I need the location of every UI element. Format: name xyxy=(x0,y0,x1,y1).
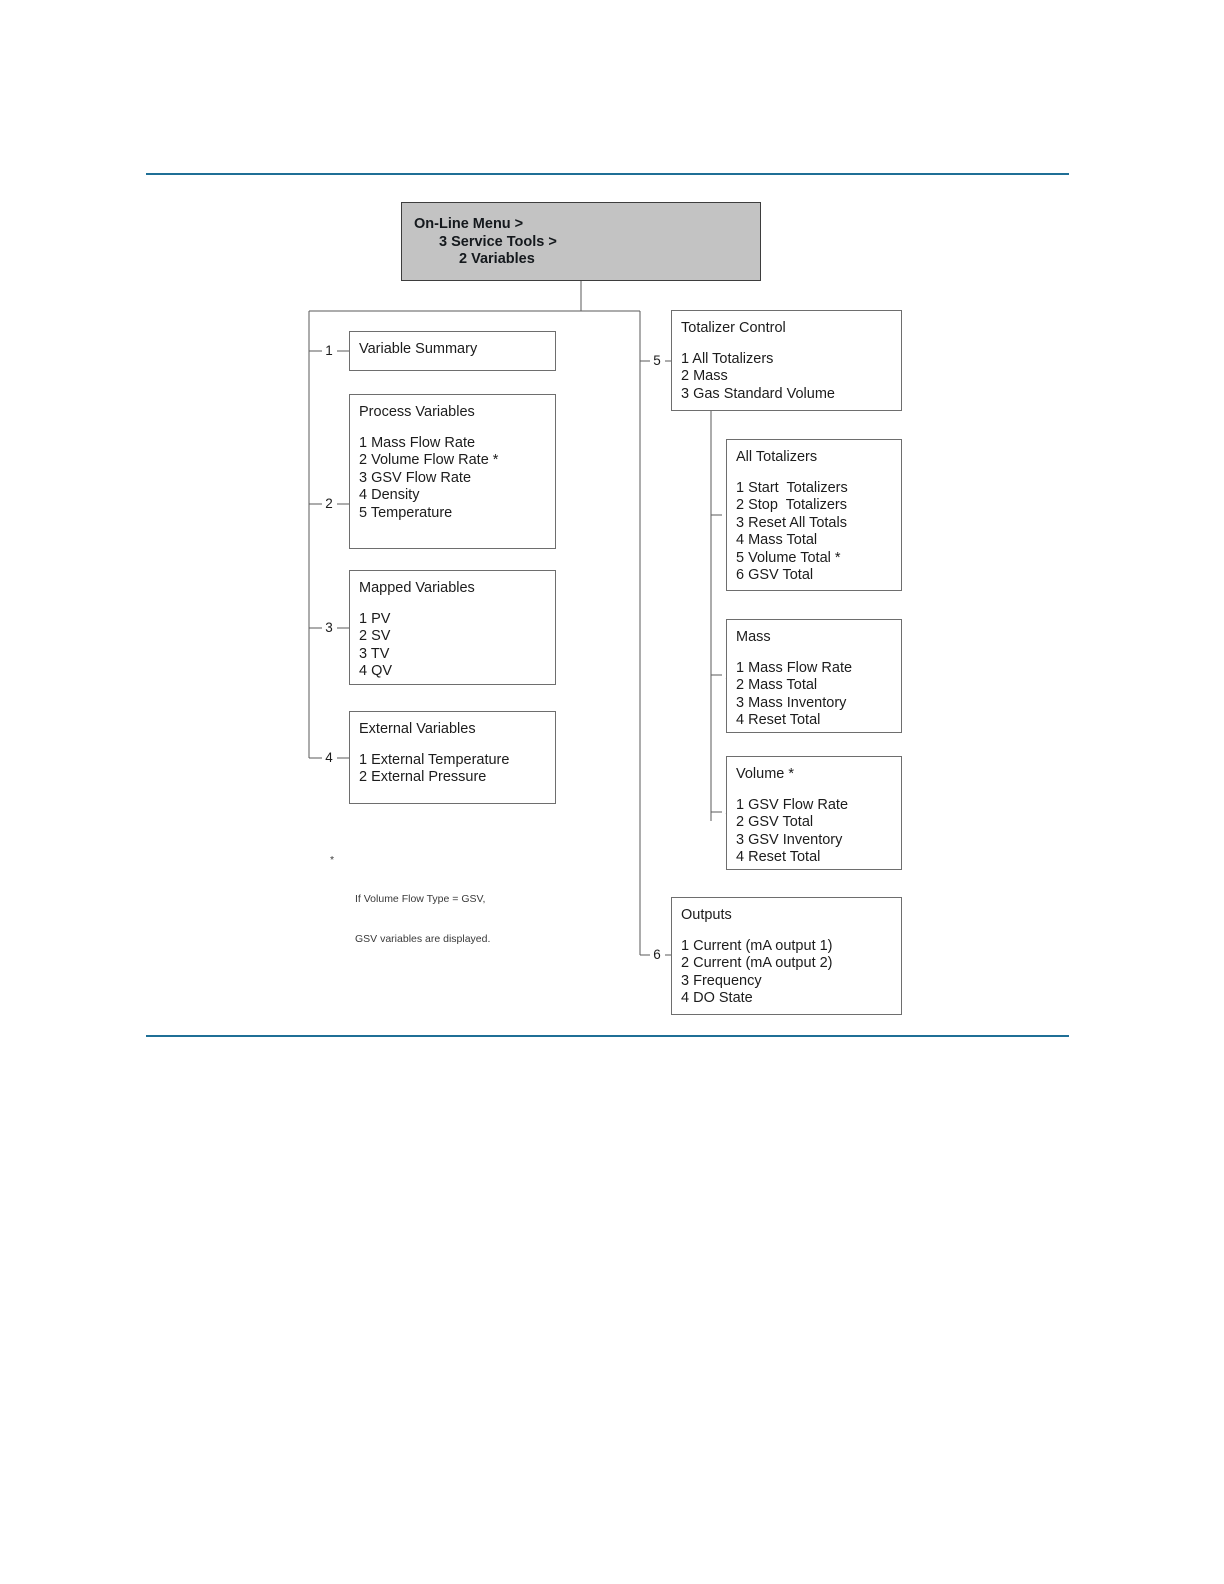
node-item[interactable]: 2 Mass Total xyxy=(736,677,818,694)
node-item[interactable]: 1 All Totalizers xyxy=(681,351,774,367)
node-items: 1 PV 2 SV 3 TV 4 QV xyxy=(359,611,555,681)
node-title: Volume * xyxy=(736,766,795,782)
node-items: 1 Current (mA output 1) 2 Current (mA ou… xyxy=(681,938,901,1008)
node-item[interactable]: 2 Volume Flow Rate * xyxy=(359,452,499,469)
top-rule xyxy=(146,173,1069,175)
node-title: External Variables xyxy=(359,721,476,737)
branch-number-5: 5 xyxy=(653,353,661,368)
node-item[interactable]: 4 Density xyxy=(359,487,420,504)
node-items: 1 GSV Flow Rate 2 GSV Total 3 GSV Invent… xyxy=(736,797,901,867)
node-item[interactable]: 1 Mass Flow Rate xyxy=(359,435,476,451)
node-item[interactable]: 2 Stop Totalizers xyxy=(736,497,847,514)
node-item[interactable]: 1 External Temperature xyxy=(359,752,510,768)
node-item[interactable]: 1 GSV Flow Rate xyxy=(736,797,849,813)
footnote-line-1: If Volume Flow Type = GSV, xyxy=(355,892,486,905)
branch-number-1: 1 xyxy=(325,343,333,358)
node-item[interactable]: 3 TV xyxy=(359,645,390,662)
node-title: Outputs xyxy=(681,907,732,923)
node-volume[interactable]: Volume * 1 GSV Flow Rate 2 GSV Total 3 G… xyxy=(726,756,902,870)
node-title: Variable Summary xyxy=(359,341,478,357)
node-item[interactable]: 3 Reset All Totals xyxy=(736,514,847,531)
node-item[interactable]: 3 Mass Inventory xyxy=(736,694,847,711)
node-item[interactable]: 4 DO State xyxy=(681,990,753,1007)
node-items: 1 Mass Flow Rate 2 Volume Flow Rate * 3 … xyxy=(359,435,555,522)
node-item[interactable]: 2 External Pressure xyxy=(359,769,487,786)
header-line-2: 3 Service Tools > xyxy=(439,233,557,250)
node-item[interactable]: 1 Mass Flow Rate xyxy=(736,660,853,676)
node-item[interactable]: 3 GSV Inventory xyxy=(736,831,843,848)
node-item[interactable]: 2 Current (mA output 2) xyxy=(681,955,833,972)
node-item[interactable]: 4 QV xyxy=(359,663,393,680)
node-item[interactable]: 1 Current (mA output 1) xyxy=(681,938,833,954)
node-item[interactable]: 1 Start Totalizers xyxy=(736,480,848,496)
header-node[interactable]: On-Line Menu > 3 Service Tools > 2 Varia… xyxy=(401,202,761,281)
header-line-3: 2 Variables xyxy=(459,251,535,267)
node-all-totalizers[interactable]: All Totalizers 1 Start Totalizers 2 Stop… xyxy=(726,439,902,591)
branch-number-3: 3 xyxy=(325,620,333,635)
node-item[interactable]: 6 GSV Total xyxy=(736,567,814,584)
node-mapped-variables[interactable]: Mapped Variables 1 PV 2 SV 3 TV 4 QV xyxy=(349,570,556,685)
bottom-rule xyxy=(146,1035,1069,1037)
footnote-line-2: GSV variables are displayed. xyxy=(355,933,491,945)
node-item[interactable]: 3 GSV Flow Rate xyxy=(359,469,472,486)
node-outputs[interactable]: Outputs 1 Current (mA output 1) 2 Curren… xyxy=(671,897,902,1015)
branch-number-2: 2 xyxy=(325,496,333,511)
footnote: * If Volume Flow Type = GSV, GSV variabl… xyxy=(330,852,490,974)
node-mass[interactable]: Mass 1 Mass Flow Rate 2 Mass Total 3 Mas… xyxy=(726,619,902,733)
header-line-1: On-Line Menu > xyxy=(414,216,524,232)
node-item[interactable]: 3 Gas Standard Volume xyxy=(681,385,835,402)
branch-number-6: 6 xyxy=(653,947,661,962)
node-item[interactable]: 4 Reset Total xyxy=(736,849,821,866)
node-title: All Totalizers xyxy=(736,449,818,465)
node-variable-summary[interactable]: Variable Summary xyxy=(349,331,556,371)
node-totalizer-control[interactable]: Totalizer Control 1 All Totalizers 2 Mas… xyxy=(671,310,902,411)
node-external-variables[interactable]: External Variables 1 External Temperatur… xyxy=(349,711,556,804)
node-title: Mapped Variables xyxy=(359,580,475,596)
node-item[interactable]: 4 Mass Total xyxy=(736,532,818,549)
node-item[interactable]: 1 PV xyxy=(359,611,391,627)
footnote-marker: * xyxy=(330,854,335,866)
branch-number-4: 4 xyxy=(325,750,333,765)
node-item[interactable]: 4 Reset Total xyxy=(736,712,821,729)
node-item[interactable]: 2 Mass xyxy=(681,368,728,385)
node-process-variables[interactable]: Process Variables 1 Mass Flow Rate 2 Vol… xyxy=(349,394,556,549)
node-item[interactable]: 2 SV xyxy=(359,628,391,645)
node-items: 1 Start Totalizers 2 Stop Totalizers 3 R… xyxy=(736,480,901,584)
node-items: 1 External Temperature 2 External Pressu… xyxy=(359,752,555,787)
node-title: Totalizer Control xyxy=(681,320,786,336)
node-item[interactable]: 3 Frequency xyxy=(681,972,762,989)
node-title: Process Variables xyxy=(359,404,475,420)
node-item[interactable]: 5 Temperature xyxy=(359,504,453,521)
node-title: Mass xyxy=(736,629,771,645)
node-item[interactable]: 2 GSV Total xyxy=(736,814,814,831)
node-items: 1 All Totalizers 2 Mass 3 Gas Standard V… xyxy=(681,351,901,403)
node-item[interactable]: 5 Volume Total * xyxy=(736,549,841,566)
node-items: 1 Mass Flow Rate 2 Mass Total 3 Mass Inv… xyxy=(736,660,901,730)
